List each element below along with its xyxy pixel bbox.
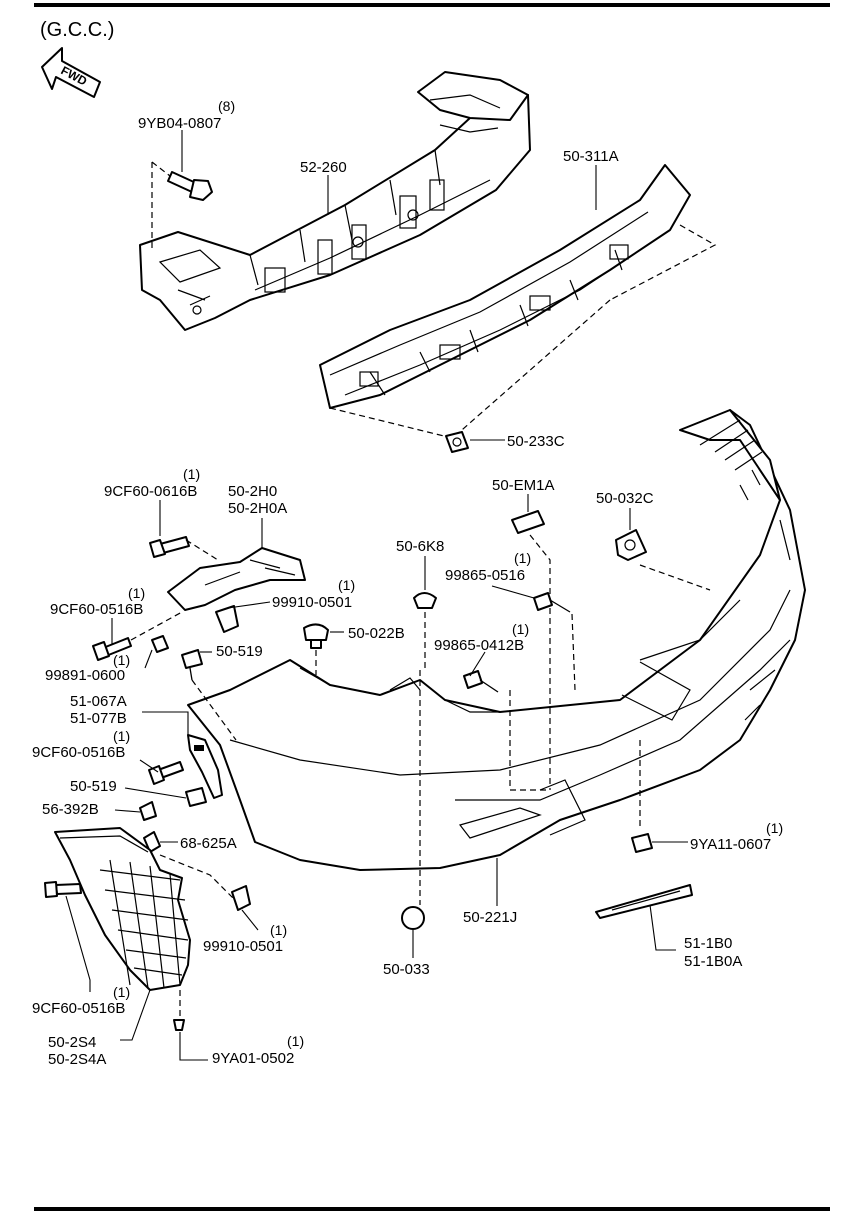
callout-9CF60-0616B: (1) 9CF60-0616B xyxy=(104,466,200,500)
callout-part-number: 50-221J xyxy=(463,909,517,926)
side-bracket xyxy=(187,734,223,799)
callout-qty: (1) xyxy=(128,585,145,601)
forward-arrow-icon: FWD xyxy=(41,47,101,98)
callout-9YA11-0607: (1) 9YA11-0607 xyxy=(690,820,783,853)
screw-icon xyxy=(173,1019,185,1031)
callout-qty: (1) xyxy=(766,820,783,836)
callout-part-number: 50-519 xyxy=(70,778,117,795)
clip-icon xyxy=(139,801,157,821)
callout-part-number: 99865-0412B xyxy=(434,637,524,654)
mud-guard xyxy=(54,827,191,991)
callout-part-number: 50-022B xyxy=(348,625,405,642)
callout-part-number: 9YB04-0807 xyxy=(138,115,221,132)
plug-icon xyxy=(401,906,425,930)
callout-qty: (8) xyxy=(218,98,235,114)
reflector-icon xyxy=(595,884,693,919)
callout-qty: (1) xyxy=(183,466,200,482)
callout-part-number: 9CF60-0516B xyxy=(32,1000,125,1017)
callout-part-number: 50-032C xyxy=(596,490,654,507)
callout-9YA01-0502: (1) 9YA01-0502 xyxy=(212,1033,304,1067)
retainer-clip-icon xyxy=(215,605,239,633)
upper-bracket xyxy=(167,547,306,611)
callout-qty: (1) xyxy=(338,577,355,593)
callout-9CF60-0516B-a: (1) 9CF60-0516B xyxy=(50,585,145,618)
callout-part-number: 52-260 xyxy=(300,159,347,176)
callout-99865-0412B: (1) 99865-0412B xyxy=(434,621,529,654)
screw-icon xyxy=(631,833,653,853)
bumper-reinforcement xyxy=(139,71,531,331)
callout-part-number: 50-033 xyxy=(383,961,430,978)
callout-part-number: 50-311A xyxy=(563,148,619,165)
top-border-rule xyxy=(34,3,830,7)
bolt-icon xyxy=(149,536,190,558)
callout-part-number: 9CF60-0516B xyxy=(32,744,125,761)
grommet-icon xyxy=(413,592,437,609)
callout-part-number: 9YA01-0502 xyxy=(212,1050,294,1067)
push-clip-icon xyxy=(303,623,329,649)
callout-part-number: 99891-0600 xyxy=(45,667,125,684)
nut-icon xyxy=(151,635,169,653)
callout-part-number: 50-2H0A xyxy=(228,500,287,517)
callout-qty: (1) xyxy=(270,922,287,938)
retainer-clip-icon xyxy=(231,885,251,911)
callout-part-number: 51-067A xyxy=(70,693,127,710)
callout-part-number: 51-1B0 xyxy=(684,935,732,952)
screw-icon xyxy=(533,592,571,613)
callout-99910-0501-b: (1) 99910-0501 xyxy=(203,922,287,955)
bolt-icon xyxy=(44,881,82,898)
callout-part-number: 50-6K8 xyxy=(396,538,444,555)
screw-icon xyxy=(185,787,207,807)
callout-qty: (1) xyxy=(287,1033,304,1049)
callout-99910-0501-a: (1) 99910-0501 xyxy=(272,577,355,611)
bolt-icon xyxy=(167,171,213,201)
callout-part-number: 99910-0501 xyxy=(272,594,352,611)
callout-qty: (1) xyxy=(514,550,531,566)
callout-part-number: 51-077B xyxy=(70,710,127,727)
callout-part-number: 50-519 xyxy=(216,643,263,660)
region-label: (G.C.C.) xyxy=(40,19,114,41)
screw-icon xyxy=(181,649,203,681)
callout-part-number: 56-392B xyxy=(42,801,99,818)
callout-part-number: 50-EM1A xyxy=(492,477,555,494)
callout-qty: (1) xyxy=(113,652,130,668)
bolt-icon xyxy=(148,761,184,785)
label-plate-icon xyxy=(511,510,545,534)
callout-9CF60-0516B-b: (1) 9CF60-0516B xyxy=(32,728,130,761)
callout-9YB04-0807: (8) 9YB04-0807 xyxy=(138,98,235,132)
callout-99891-0600: 99891-0600 (1) xyxy=(45,652,130,684)
callout-part-number: 51-1B0A xyxy=(684,953,742,970)
callout-part-number: 99865-0516 xyxy=(445,567,525,584)
clip-icon xyxy=(445,431,469,453)
callout-part-number: 50-233C xyxy=(507,433,565,450)
callout-part-number: 50-2S4A xyxy=(48,1051,106,1068)
callout-part-number: 9CF60-0616B xyxy=(104,483,197,500)
leader-lines xyxy=(65,130,688,1061)
callout-part-number: 9CF60-0516B xyxy=(50,601,143,618)
callout-part-number: 50-2H0 xyxy=(228,483,277,500)
callout-qty: (1) xyxy=(113,728,130,744)
callout-part-number: 99910-0501 xyxy=(203,938,283,955)
callout-part-number: 9YA11-0607 xyxy=(690,836,771,853)
bottom-border-rule xyxy=(34,1207,830,1211)
callout-9CF60-0516B-c: (1) 9CF60-0516B xyxy=(32,984,130,1017)
callout-99865-0516: (1) 99865-0516 xyxy=(445,550,531,584)
bolt-icon xyxy=(92,637,132,661)
lamp-socket-icon xyxy=(615,529,647,561)
callout-qty: (1) xyxy=(113,984,130,1000)
callout-part-number: 68-625A xyxy=(180,835,237,852)
callout-part-number: 50-2S4 xyxy=(48,1034,96,1051)
callout-qty: (1) xyxy=(512,621,529,637)
energy-absorber xyxy=(319,164,691,409)
screw-icon xyxy=(463,670,499,693)
